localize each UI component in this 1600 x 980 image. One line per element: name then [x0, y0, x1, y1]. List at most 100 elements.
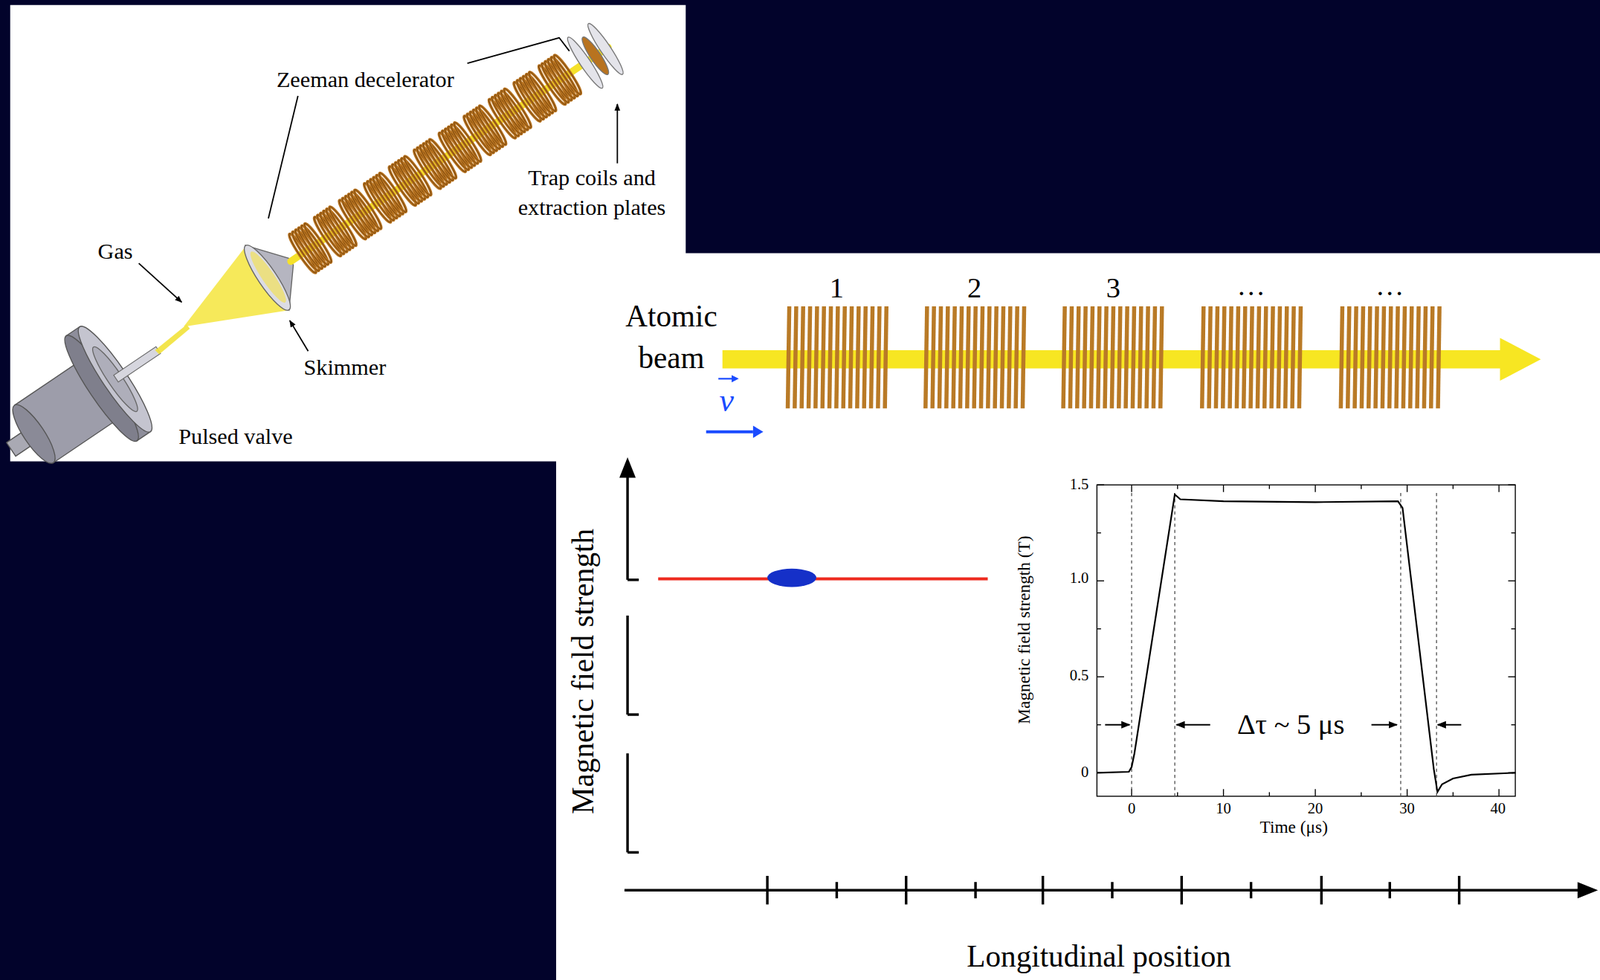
field-pulse-curve: [1096, 494, 1516, 792]
gas-jet: [155, 324, 191, 355]
coil-winding: [1408, 306, 1415, 409]
coil-winding: [1200, 306, 1206, 409]
decelerator-coil: [923, 306, 1027, 409]
coil-winding: [1102, 306, 1109, 409]
coil-winding: [1262, 306, 1269, 409]
position-axes: [619, 457, 1598, 905]
field-level: [657, 576, 988, 580]
coil-winding: [1234, 306, 1241, 409]
axis-arrow-head: [619, 457, 636, 478]
interval-arrow: [1104, 724, 1130, 726]
axis-segment: [626, 471, 629, 580]
coil-winding: [1276, 306, 1283, 409]
coil-winding: [958, 306, 965, 409]
axis-tick: [1110, 881, 1114, 899]
plot-tick: [1096, 532, 1101, 534]
coil-winding: [1123, 306, 1130, 409]
coil-winding: [1359, 306, 1366, 409]
dashed-marker: [1400, 492, 1401, 797]
valve-nozzle: [113, 346, 161, 382]
callout-number: …: [1375, 269, 1404, 302]
coil-winding: [1089, 306, 1096, 409]
coil-winding: [1352, 306, 1359, 409]
axis-tick: [627, 851, 639, 854]
coil-winding: [1000, 306, 1006, 409]
plot-tick: [1452, 484, 1454, 489]
axis-tick: [627, 578, 639, 581]
axis-title: Magnetic field strength (T): [1013, 535, 1034, 724]
coil-winding: [937, 306, 944, 409]
leader-line: [268, 95, 299, 219]
callout-number: …: [1236, 269, 1265, 302]
coil-winding: [1401, 306, 1408, 409]
valve-flange-face: [69, 319, 161, 439]
axis-tick: [627, 713, 639, 716]
callout-number: 3: [1106, 271, 1121, 305]
coil-winding: [1366, 306, 1373, 409]
coil-winding: [1422, 306, 1429, 409]
tick-label: 1.5: [1069, 475, 1090, 494]
decelerator-coil: [1339, 306, 1442, 409]
axis-tick: [835, 881, 838, 899]
valve-body-end: [5, 399, 62, 469]
coil-winding: [785, 306, 792, 409]
leader-arrow: [289, 320, 309, 351]
coil-winding: [1373, 306, 1380, 409]
coil-winding: [1144, 306, 1151, 409]
axis-tick: [1388, 881, 1392, 899]
plot-tick: [1511, 628, 1516, 629]
plot-tick: [1176, 791, 1178, 796]
coil-winding: [1269, 306, 1276, 409]
coil-winding: [1158, 306, 1165, 409]
part-label: Zeeman decelerator: [276, 66, 455, 93]
pulsed-valve: [0, 297, 194, 502]
coil-winding: [944, 306, 951, 409]
coil-winding: [1339, 306, 1345, 409]
atom-packet: [767, 568, 817, 588]
velocity-symbol: v: [718, 381, 734, 420]
axis-title: Time (μs): [1260, 816, 1328, 837]
part-label: Gas: [98, 237, 134, 264]
axis-tick: [1180, 875, 1183, 905]
tick-label: 0: [1081, 763, 1089, 782]
coil-winding: [827, 306, 834, 409]
tick-label: 0.5: [1069, 666, 1090, 685]
coil-winding: [1283, 306, 1290, 409]
coil-winding: [1075, 306, 1082, 409]
coil-winding: [1116, 306, 1123, 409]
plot-tick: [1096, 580, 1105, 582]
coil-winding: [950, 306, 957, 409]
plot-tick: [1360, 791, 1362, 796]
coil-winding: [1151, 306, 1158, 409]
coil-winding: [1095, 306, 1102, 409]
coil-winding: [1137, 306, 1144, 409]
coil-winding: [1220, 306, 1227, 409]
plot-tick: [1511, 724, 1516, 725]
coil-winding: [1255, 306, 1262, 409]
coil-winding: [848, 306, 855, 409]
white-panel: [10, 5, 1600, 980]
axis-tick: [1041, 875, 1044, 905]
plot-tick: [1360, 484, 1362, 489]
dashed-marker: [1173, 492, 1175, 797]
coil-winding: [792, 306, 799, 409]
coil-winding: [1248, 306, 1255, 409]
coil-winding: [1214, 306, 1221, 409]
interval-label: Δτ ~ 5 μs: [1237, 707, 1345, 741]
coil-winding: [979, 306, 986, 409]
coil-winding: [1380, 306, 1387, 409]
plot-frame: [1096, 484, 1516, 797]
plot-tick: [1269, 791, 1270, 796]
plot-tick: [1452, 791, 1454, 796]
axis-arrow-head: [1577, 881, 1598, 899]
coil-winding: [971, 306, 978, 409]
coil-winding: [869, 306, 876, 409]
coil-winding: [992, 306, 999, 409]
valve-flange-ring: [87, 342, 143, 415]
coil-winding: [1414, 306, 1421, 409]
coil-winding: [1006, 306, 1013, 409]
coil-winding: [1241, 306, 1248, 409]
coil-winding: [882, 306, 889, 409]
plot-tick: [1507, 676, 1516, 678]
